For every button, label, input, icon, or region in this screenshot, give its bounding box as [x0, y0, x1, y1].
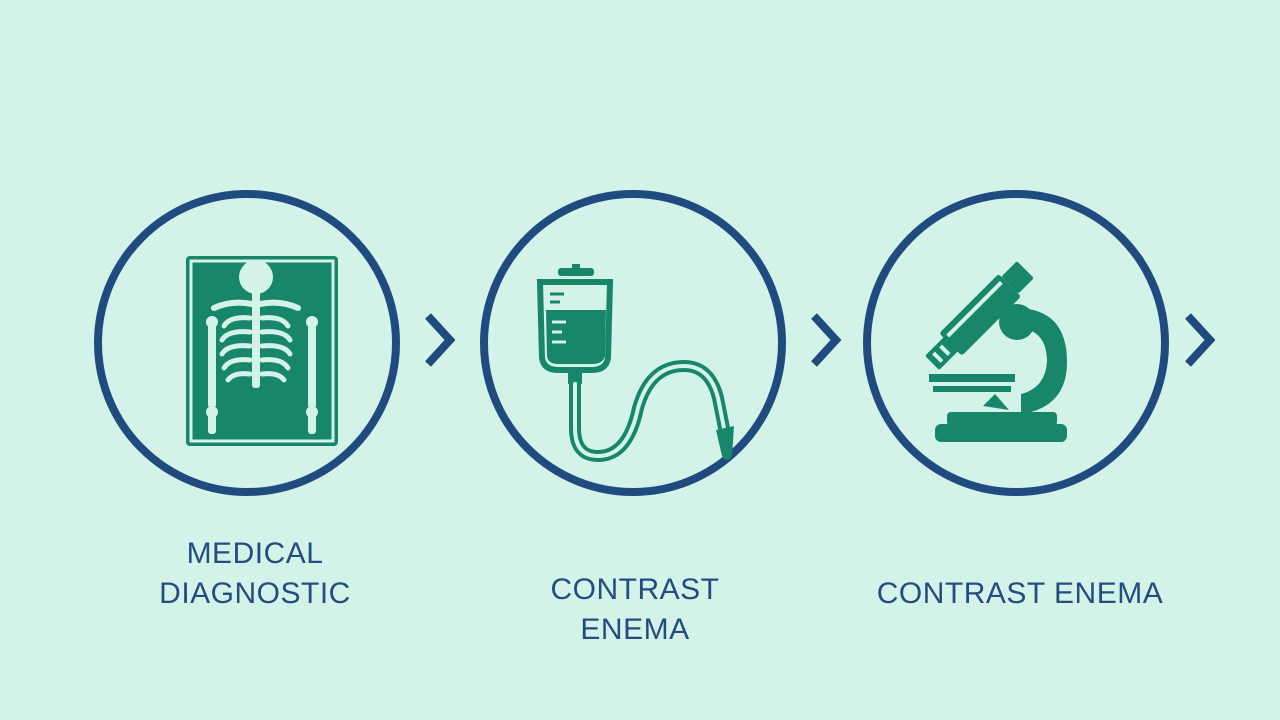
chevron-right-icon — [1185, 313, 1216, 367]
xray-chest-icon — [186, 256, 338, 446]
step-1-label: MEDICAL DIAGNOSTIC — [159, 537, 351, 610]
step-2-circle — [480, 190, 786, 496]
microscope-icon — [925, 261, 1067, 442]
chevron-right-icon — [811, 313, 842, 367]
chevron-right-icon — [425, 313, 456, 367]
step-2-label: CONTRAST ENEMA — [550, 573, 720, 646]
step-3-circle — [863, 190, 1169, 496]
enema-bag-icon — [536, 264, 734, 463]
step-1-circle — [94, 190, 400, 496]
step-3-label: CONTRAST ENEMA — [876, 577, 1164, 610]
